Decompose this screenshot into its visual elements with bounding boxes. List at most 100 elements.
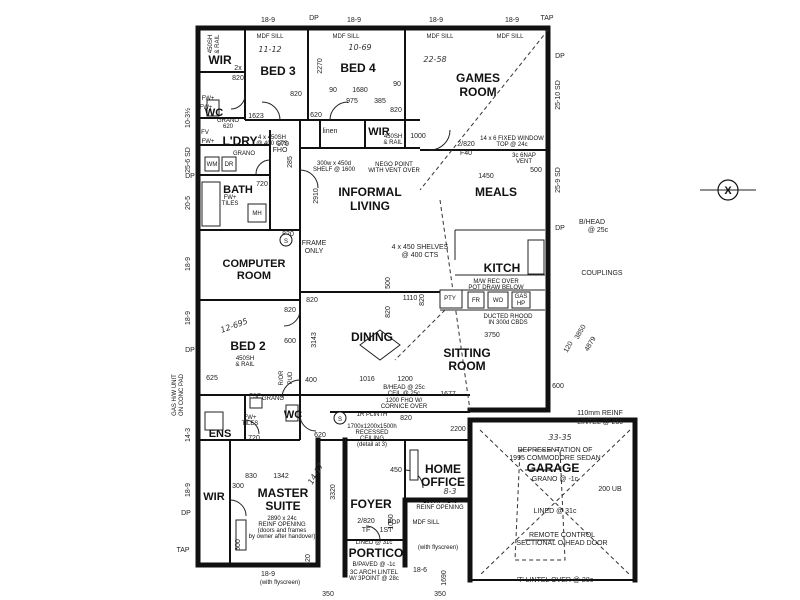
dim-label: 820 (232, 75, 244, 82)
room-kitch: KITCH (484, 261, 521, 275)
note-text: GRANO (217, 118, 239, 124)
room-bed3: BED 3 (260, 64, 296, 78)
room-wir-mid: WIR (368, 126, 389, 138)
note-text: 1995 COMMODORE SEDAN (509, 455, 600, 462)
dim-label: 1680 (352, 87, 368, 94)
dim-label: 820 (290, 91, 302, 98)
dim-label: 1050 (388, 514, 395, 530)
dim-label: 1690 (441, 570, 448, 586)
room-linen: linen (323, 128, 338, 135)
dimensions: 18-9 DP 18-9 18-9 18-9 TAP MDF SILL MDF … (176, 15, 622, 598)
room-bath: BATH (223, 184, 253, 196)
compass-label: X (724, 185, 732, 197)
note-text: 450SH (236, 356, 254, 362)
note-text: 450SH (384, 134, 402, 140)
dim-label: 1110 (403, 295, 418, 302)
dim-label: 820 (385, 306, 392, 318)
note-text: GAS H/W UNIT (172, 374, 178, 416)
room-master-1: MASTER (258, 486, 309, 500)
dim-label: 120 (563, 340, 575, 354)
note-text: CEIL @ 25c (388, 391, 420, 397)
note-text: R/OR (279, 370, 285, 386)
dim-label: 2/820 (457, 141, 475, 148)
dim-label: 3143 (311, 332, 318, 348)
note-text: FW+ (202, 96, 215, 102)
room-informal-1: INFORMAL (338, 185, 401, 199)
dim-label: 2/820 (357, 518, 375, 525)
note-text: 1200 FHO W/ (386, 398, 423, 404)
dim-label: DP (309, 15, 319, 22)
dim-label: 25-6 SD (185, 147, 192, 173)
note-text: WITH VENT OVER (368, 168, 420, 174)
dim-label: F40 (460, 150, 472, 157)
hand-note: 33-35 (548, 433, 571, 442)
note-text: TILES (222, 201, 239, 207)
dim-label: 1342 (273, 473, 289, 480)
room-games-1: GAMES (456, 71, 500, 85)
dim-label: 18-6 (413, 567, 427, 574)
room-ens: ENS (209, 428, 232, 440)
notes: 450SH & RAIL FW+ GRANO 620 4 x 450SH @ 4… (172, 34, 623, 586)
room-wir-low: WIR (203, 491, 224, 503)
dim-label: 25-10 SD (555, 80, 562, 110)
dim-label: 18-9 (429, 17, 443, 24)
hand-note: 10-69 (348, 43, 371, 52)
note-text: TILES (242, 421, 259, 427)
note-text: 'T' LINTEL OVER @ 28c (517, 577, 594, 584)
fixtures (201, 99, 545, 551)
note-text: DR (225, 162, 234, 168)
outer-walls (195, 25, 638, 583)
note-text: B/HEAD (579, 219, 605, 226)
note-text: FR (472, 298, 481, 304)
room-home-1: HOME (425, 462, 461, 476)
dim-label: MDF SILL (426, 34, 454, 40)
note-text: FW+ (244, 415, 257, 421)
room-bed2: BED 2 (230, 339, 266, 353)
note-text: 3C ARCH LINTEL (350, 570, 399, 576)
hand-note: 11-12 (258, 45, 281, 54)
note-text: SHELF @ 1600 (313, 167, 356, 173)
dim-label: 720 (256, 181, 268, 188)
dim-label: 1000 (410, 133, 426, 140)
dim-label: 600 (235, 539, 242, 551)
dim-label: MDF SILL (332, 34, 360, 40)
room-foyer: FOYER (350, 497, 392, 511)
dim-label: 90 (329, 87, 337, 94)
dim-label: 90 (393, 81, 401, 88)
note-text: POP (388, 520, 401, 526)
note-text: FW+ (200, 105, 213, 111)
note-text: (detail at 3) (357, 442, 387, 448)
note-text: (with flyscreen) (260, 580, 300, 586)
note-text: FHO (273, 147, 288, 154)
internal-walls (198, 28, 548, 565)
dim-label: 3320 (330, 484, 337, 500)
room-garage: GARAGE (527, 461, 580, 475)
dim-label: 385 (374, 98, 386, 105)
note-text: GAS (515, 294, 528, 300)
note-text: (with flyscreen) (418, 545, 458, 551)
dim-label: TAP (176, 547, 189, 554)
room-informal-2: LIVING (350, 199, 390, 213)
dim-label: 620 (314, 432, 326, 439)
smoke-detector-icon: S (284, 239, 288, 245)
smoke-detector-icons: S S (279, 233, 347, 425)
dim-label: 20-5 (185, 196, 192, 210)
note-text: GRANO (262, 396, 284, 402)
note-text: NEGO POINT (375, 162, 413, 168)
smoke-detector-icon: S (338, 417, 342, 423)
note-text: HP (517, 301, 525, 307)
note-text: 1R PLINTH (357, 412, 388, 418)
note-text: IN 300d CBDS (488, 320, 527, 326)
room-dining: DINING (351, 330, 393, 344)
dim-label: 1016 (359, 376, 375, 383)
room-games-2: ROOM (459, 85, 496, 99)
dim-label: 820 (284, 307, 296, 314)
room-ldry: L'DRY (222, 134, 257, 148)
dim-label: 2x (234, 65, 242, 72)
note-text: PTY (444, 296, 456, 302)
note-text: 4 x 450SH (258, 135, 286, 141)
dim-label: 620 (310, 112, 322, 119)
note-text: 3c 6NAP (512, 153, 536, 159)
hand-note: 22-58 (423, 55, 446, 64)
dim-label: 10-3½ (184, 108, 192, 128)
